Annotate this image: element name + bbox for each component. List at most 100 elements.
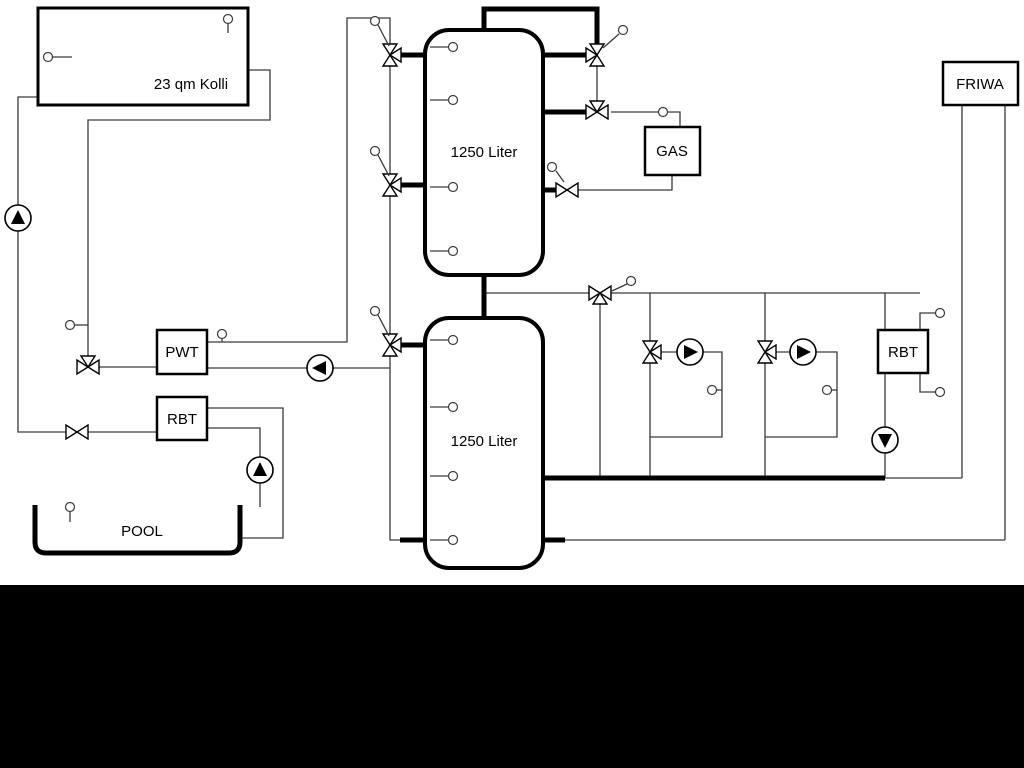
- buffer-tank-top-outline: [423, 28, 545, 277]
- sensor-dot: [447, 41, 459, 53]
- rbt-left-label: RBT: [167, 411, 197, 428]
- rbt-pump-icon: [871, 426, 899, 454]
- sensor-dot: [706, 384, 718, 396]
- rbt-right-outline: [876, 328, 930, 375]
- valve-body: [86, 358, 100, 376]
- pipe-network-thick: [400, 6, 885, 543]
- valve-body: [588, 53, 606, 67]
- pipe-segment: [87, 69, 271, 356]
- pipe-segment: [389, 356, 400, 541]
- pipe-segment: [481, 6, 600, 44]
- valve-body: [76, 358, 90, 376]
- valve-body: [585, 103, 599, 121]
- valve-body: [585, 46, 599, 64]
- sensor-icon: [602, 24, 629, 49]
- solar-collector-outline: [36, 6, 250, 107]
- sensor-dot: [64, 319, 76, 331]
- pool-loop-valve-icon: [65, 423, 89, 441]
- pipe-segment: [919, 373, 935, 393]
- pool-pump-icon: [246, 456, 274, 484]
- valve-body: [595, 103, 609, 121]
- letterbox-bottom: [0, 585, 1024, 768]
- sensor-dot: [934, 307, 946, 319]
- valve-body: [588, 43, 606, 57]
- friwa-label: FRIWA: [956, 76, 1004, 93]
- sensor-icon: [706, 384, 722, 396]
- valve-body: [588, 284, 602, 302]
- sensor-lead: [611, 283, 628, 292]
- sensor-icon: [64, 501, 76, 522]
- pool-outline: [32, 505, 243, 556]
- pump-triangle: [253, 462, 267, 476]
- pwt-pump-icon: [306, 354, 334, 382]
- valve-body: [381, 43, 399, 57]
- manifold-mixing-valve-icon: [588, 284, 612, 305]
- valve-body: [79, 355, 97, 369]
- tank-bottom-sensor-icon: [430, 534, 459, 546]
- sensor-dot: [546, 161, 558, 173]
- tank-top-sensor-icon: [430, 181, 459, 193]
- buffer-tank-bottom-outline: [423, 316, 545, 570]
- tank-lower-charge-valve-icon: [381, 333, 402, 357]
- tank-mid-charge-valve-icon: [381, 173, 402, 197]
- tank-top-sensor-icon: [430, 245, 459, 257]
- sensor-icon: [369, 15, 390, 47]
- valve-body: [763, 343, 777, 361]
- rbt-left-box: RBT: [155, 395, 209, 442]
- tank-top-charge-valve-icon: [381, 43, 402, 67]
- sensor-dot: [447, 245, 459, 257]
- sensors: [42, 13, 946, 546]
- gas-boiler-label: GAS: [656, 143, 688, 160]
- sensor-lead: [377, 314, 390, 337]
- valves: [65, 43, 777, 441]
- valve-body: [381, 173, 399, 187]
- pipe-segment: [578, 175, 673, 191]
- sensor-dot: [447, 94, 459, 106]
- pipe-segment: [919, 312, 935, 330]
- pipe-segment: [207, 407, 284, 539]
- pool-label: POOL: [121, 523, 163, 540]
- pumps: [4, 204, 899, 484]
- sensor-icon: [42, 51, 72, 63]
- valve-body: [756, 340, 774, 354]
- valve-body: [555, 181, 569, 199]
- sensor-icon: [222, 13, 234, 33]
- pump-triangle: [797, 345, 811, 359]
- sensor-dot: [447, 470, 459, 482]
- sensor-icon: [821, 384, 837, 396]
- gas-boiler-box: GAS: [643, 125, 702, 177]
- valve-body: [75, 423, 89, 441]
- rbt-left-outline: [155, 395, 209, 442]
- pipe-segment: [611, 111, 681, 127]
- pump-triangle: [878, 434, 892, 448]
- sensor-dot: [934, 386, 946, 398]
- sensor-lead: [377, 154, 390, 177]
- sensor-dot: [447, 334, 459, 346]
- valve-body: [381, 333, 399, 347]
- gas-supply-valve-icon: [585, 100, 609, 121]
- pump-triangle: [312, 361, 326, 375]
- gas-return-valve-icon: [555, 181, 579, 199]
- friwa-box: FRIWA: [941, 60, 1020, 107]
- sensor-icon: [611, 275, 637, 292]
- buffer-tank-bottom-label: 1250 Liter: [451, 433, 518, 450]
- valve-body: [388, 336, 402, 354]
- pipe-segment: [17, 96, 66, 433]
- sensor-icon: [657, 106, 669, 118]
- valve-body: [588, 100, 606, 114]
- gas-boiler-outline: [643, 125, 702, 177]
- valve-body: [388, 46, 402, 64]
- friwa-outline: [941, 60, 1020, 107]
- pump-triangle: [684, 345, 698, 359]
- sensor-dot: [625, 275, 637, 287]
- sensor-dot: [617, 24, 629, 36]
- sensor-dot: [216, 328, 228, 340]
- tank-bottom-sensor-icon: [430, 470, 459, 482]
- heating-circuit-1-pump-icon: [676, 338, 704, 366]
- sensor-icon: [934, 307, 946, 319]
- sensor-icon: [369, 145, 390, 177]
- valve-body: [381, 183, 399, 197]
- sensor-dot: [821, 384, 833, 396]
